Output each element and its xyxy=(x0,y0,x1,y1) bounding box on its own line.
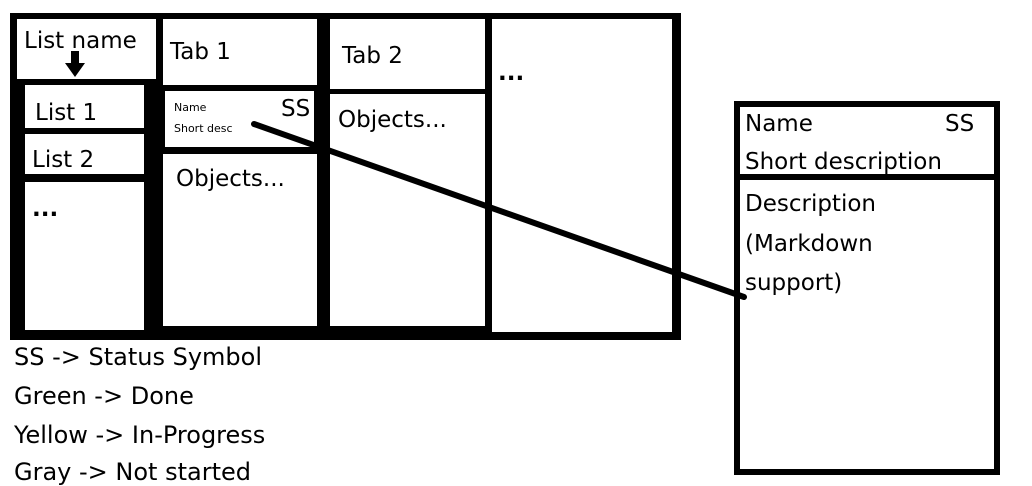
detail-status-symbol: SS xyxy=(945,111,975,137)
tab-2-objects: Objects... xyxy=(338,107,447,133)
list-item-more: ... xyxy=(32,196,59,222)
legend-item: Yellow -> In-Progress xyxy=(14,421,266,449)
card-name: Name xyxy=(174,101,207,114)
detail-name: Name xyxy=(745,111,813,137)
tab-1[interactable] xyxy=(163,19,317,85)
detail-short-description: Short description xyxy=(745,149,942,175)
legend-item: SS -> Status Symbol xyxy=(14,343,263,371)
more-tabs[interactable]: ... xyxy=(498,60,525,86)
tab-1-objects: Objects... xyxy=(176,166,285,192)
tab-2-label: Tab 2 xyxy=(342,43,403,69)
legend-item: Gray -> Not started xyxy=(14,458,251,486)
lists-column xyxy=(25,85,144,330)
detail-description-line: support) xyxy=(745,270,843,296)
list-item[interactable]: List 1 xyxy=(35,100,98,126)
detail-description-line: (Markdown xyxy=(745,231,873,257)
card-status-symbol: SS xyxy=(281,96,311,122)
tab-2-content xyxy=(330,94,485,326)
tab-1-label: Tab 1 xyxy=(170,39,231,65)
detail-divider xyxy=(740,174,994,180)
card-short-desc: Short desc xyxy=(174,122,233,135)
tab-1-content xyxy=(163,154,317,326)
list-name-label: List name xyxy=(24,28,137,54)
detail-description-line: Description xyxy=(745,191,876,217)
list-name-header xyxy=(17,19,156,79)
legend-item: Green -> Done xyxy=(14,382,194,410)
tab-2[interactable] xyxy=(330,19,485,89)
list-item[interactable]: List 2 xyxy=(32,147,95,173)
detail-panel xyxy=(734,101,1000,475)
more-tabs-column xyxy=(492,19,672,332)
down-arrow-icon xyxy=(65,51,85,79)
